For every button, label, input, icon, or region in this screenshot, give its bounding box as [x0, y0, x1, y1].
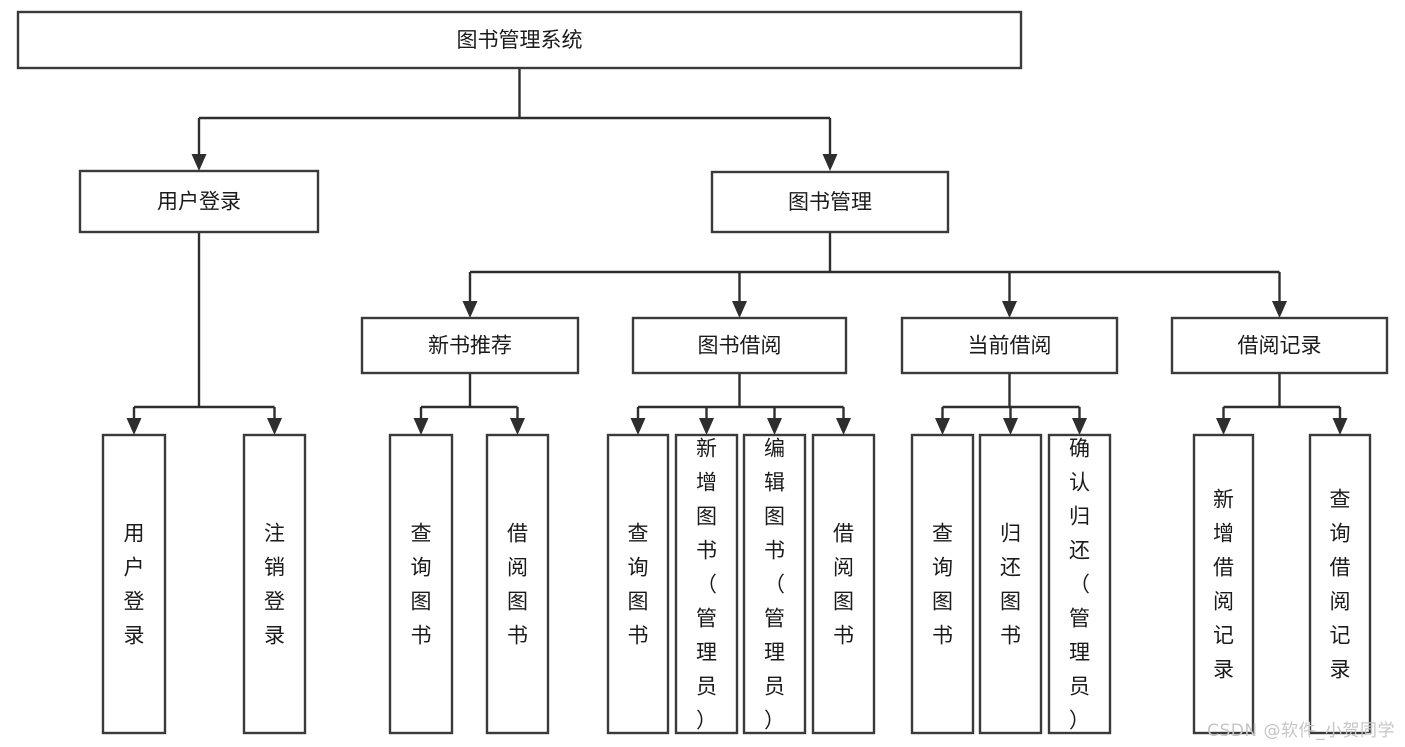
node-label: 编辑图书（管理员）: [764, 436, 785, 732]
arrow-head-icon: [836, 418, 851, 435]
node-leaf-8[interactable]: 查询图书: [910, 433, 975, 735]
node-leaf-10[interactable]: 确认归还（管理员）: [1047, 433, 1112, 735]
node-leaf-0[interactable]: 用户登录: [101, 433, 167, 735]
node-label: 查询图书: [628, 521, 649, 647]
arrow-head-icon: [126, 418, 142, 435]
node-label: 新增图书（管理员）: [696, 436, 717, 732]
node-leaf-4[interactable]: 查询图书: [606, 433, 670, 735]
node-layer: 图书管理系统用户登录图书管理新书推荐图书借阅当前借阅借阅记录用户登录注销登录查询…: [16, 10, 1389, 735]
node-box: [16, 10, 1023, 70]
node-level3-1[interactable]: 图书借阅: [631, 316, 848, 375]
node-box: [1047, 433, 1112, 735]
arrow-head-icon: [822, 154, 838, 171]
node-label: 借阅图书: [833, 521, 854, 647]
node-label: 当前借阅: [968, 334, 1052, 358]
node-leaf-6[interactable]: 编辑图书（管理员）: [742, 433, 807, 735]
node-level2-1[interactable]: 图书管理: [710, 170, 950, 234]
arrow-head-icon: [267, 418, 282, 435]
node-level2-0[interactable]: 用户登录: [78, 169, 320, 234]
arrow-head-icon: [935, 418, 950, 435]
node-leaf-12[interactable]: 查询借阅记录: [1308, 433, 1372, 735]
node-leaf-1[interactable]: 注销登录: [242, 433, 307, 735]
arrow-head-icon: [462, 301, 478, 318]
arrow-head-icon: [1002, 301, 1017, 318]
node-label: 借阅图书: [507, 521, 528, 647]
node-level3-0[interactable]: 新书推荐: [360, 316, 580, 375]
arrow-head-icon: [732, 301, 747, 318]
node-box: [485, 433, 550, 735]
node-leaf-2[interactable]: 查询图书: [388, 433, 454, 735]
node-box: [1170, 316, 1389, 375]
node-root-图书管理系统[interactable]: 图书管理系统: [16, 10, 1023, 70]
node-box: [900, 316, 1119, 375]
node-label: 注销登录: [264, 521, 285, 647]
node-box: [1308, 433, 1372, 735]
node-label: 查询图书: [932, 521, 953, 647]
node-label: 用户登录: [157, 190, 241, 214]
node-box: [606, 433, 670, 735]
node-box: [78, 169, 320, 234]
node-level3-2[interactable]: 当前借阅: [900, 316, 1119, 375]
node-box: [388, 433, 454, 735]
node-box: [101, 433, 167, 735]
node-box: [1192, 433, 1255, 735]
arrow-head-icon: [630, 418, 646, 435]
arrow-head-icon: [413, 418, 429, 435]
node-box: [811, 433, 876, 735]
node-label: 查询借阅记录: [1330, 487, 1351, 681]
node-box: [360, 316, 580, 375]
arrow-head-icon: [1072, 418, 1087, 435]
node-label: 用户登录: [124, 521, 145, 647]
node-label: 新增借阅记录: [1213, 487, 1234, 681]
connector-layer: [126, 68, 1348, 435]
node-label: 图书管理系统: [457, 28, 583, 52]
arrow-head-icon: [767, 418, 782, 435]
node-label: 查询图书: [411, 521, 432, 647]
node-box: [910, 433, 975, 735]
arrow-head-icon: [510, 418, 525, 435]
node-label: 归还图书: [1000, 521, 1021, 647]
node-leaf-11[interactable]: 新增借阅记录: [1192, 433, 1255, 735]
arrow-head-icon: [1003, 418, 1018, 435]
node-label: 新书推荐: [428, 334, 512, 358]
arrow-head-icon: [699, 418, 714, 435]
node-box: [742, 433, 807, 735]
arrow-head-icon: [1332, 418, 1348, 435]
node-leaf-9[interactable]: 归还图书: [978, 433, 1043, 735]
csdn-watermark: CSDN @软件_小贺同学: [1207, 721, 1395, 741]
arrow-head-icon: [1216, 418, 1231, 435]
arrow-head-icon: [191, 154, 207, 171]
node-leaf-7[interactable]: 借阅图书: [811, 433, 876, 735]
node-leaf-5[interactable]: 新增图书（管理员）: [674, 433, 739, 735]
node-label: 借阅记录: [1238, 334, 1322, 358]
node-box: [978, 433, 1043, 735]
node-label: 确认归还（管理员）: [1069, 436, 1090, 732]
node-box: [631, 316, 848, 375]
node-box: [242, 433, 307, 735]
node-level3-3[interactable]: 借阅记录: [1170, 316, 1389, 375]
node-label: 图书管理: [788, 190, 872, 214]
node-label: 图书借阅: [698, 334, 782, 358]
arrow-head-icon: [1272, 301, 1287, 318]
node-leaf-3[interactable]: 借阅图书: [485, 433, 550, 735]
node-box: [710, 170, 950, 234]
node-box: [674, 433, 739, 735]
